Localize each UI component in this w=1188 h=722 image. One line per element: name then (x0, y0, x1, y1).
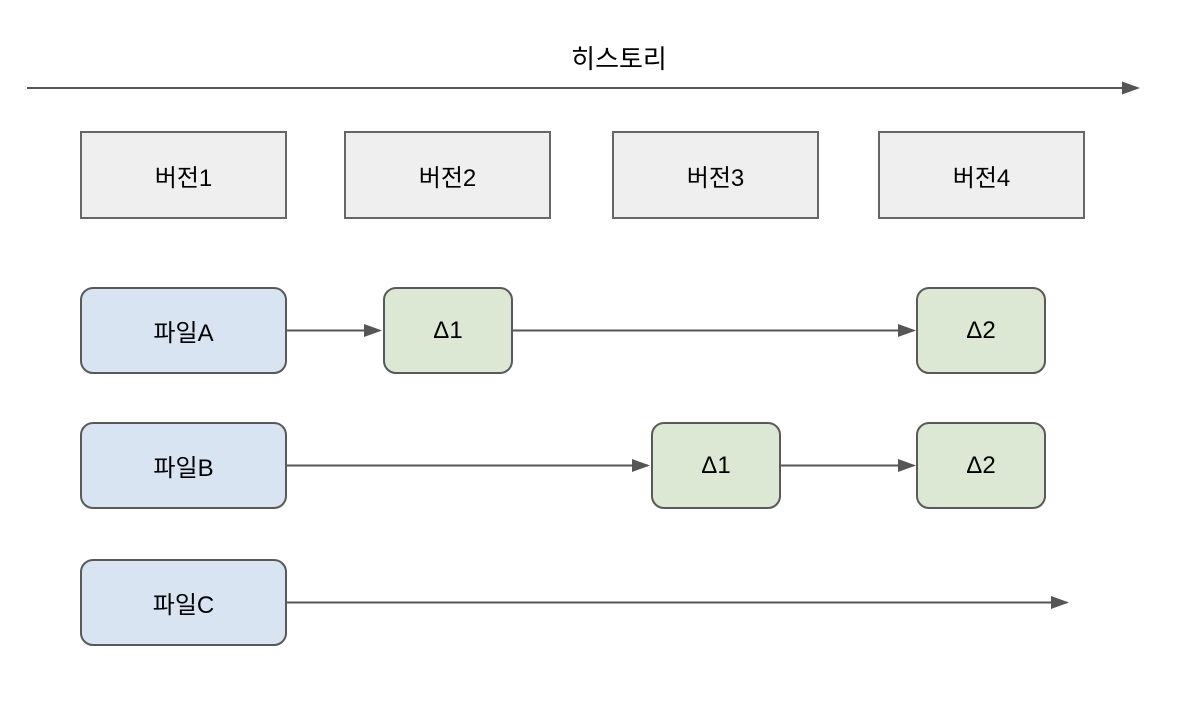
file-box-b: 파일B (80, 422, 287, 509)
file-label: 파일A (153, 320, 214, 347)
version-box-2: 버전2 (344, 131, 551, 219)
delta-label: Δ2 (966, 316, 996, 344)
delta-box-b2: Δ2 (916, 422, 1046, 509)
delta-label: Δ1 (433, 316, 463, 344)
version-label: 버전3 (686, 164, 745, 192)
file-label: 파일B (153, 455, 214, 482)
version-label: 버전4 (952, 164, 1011, 192)
version-label: 버전1 (154, 164, 213, 192)
delta-box-a1: Δ1 (383, 287, 513, 374)
file-label: 파일C (152, 592, 215, 619)
delta-label: Δ1 (701, 451, 731, 479)
history-title: 히스토리 (571, 44, 667, 74)
file-box-c: 파일C (80, 559, 287, 646)
version-box-1: 버전1 (80, 131, 287, 219)
version-label: 버전2 (418, 164, 477, 192)
file-box-a: 파일A (80, 287, 287, 374)
version-box-4: 버전4 (878, 131, 1085, 219)
delta-box-a2: Δ2 (916, 287, 1046, 374)
delta-label: Δ2 (966, 451, 996, 479)
delta-box-b1: Δ1 (651, 422, 781, 509)
version-box-3: 버전3 (612, 131, 819, 219)
